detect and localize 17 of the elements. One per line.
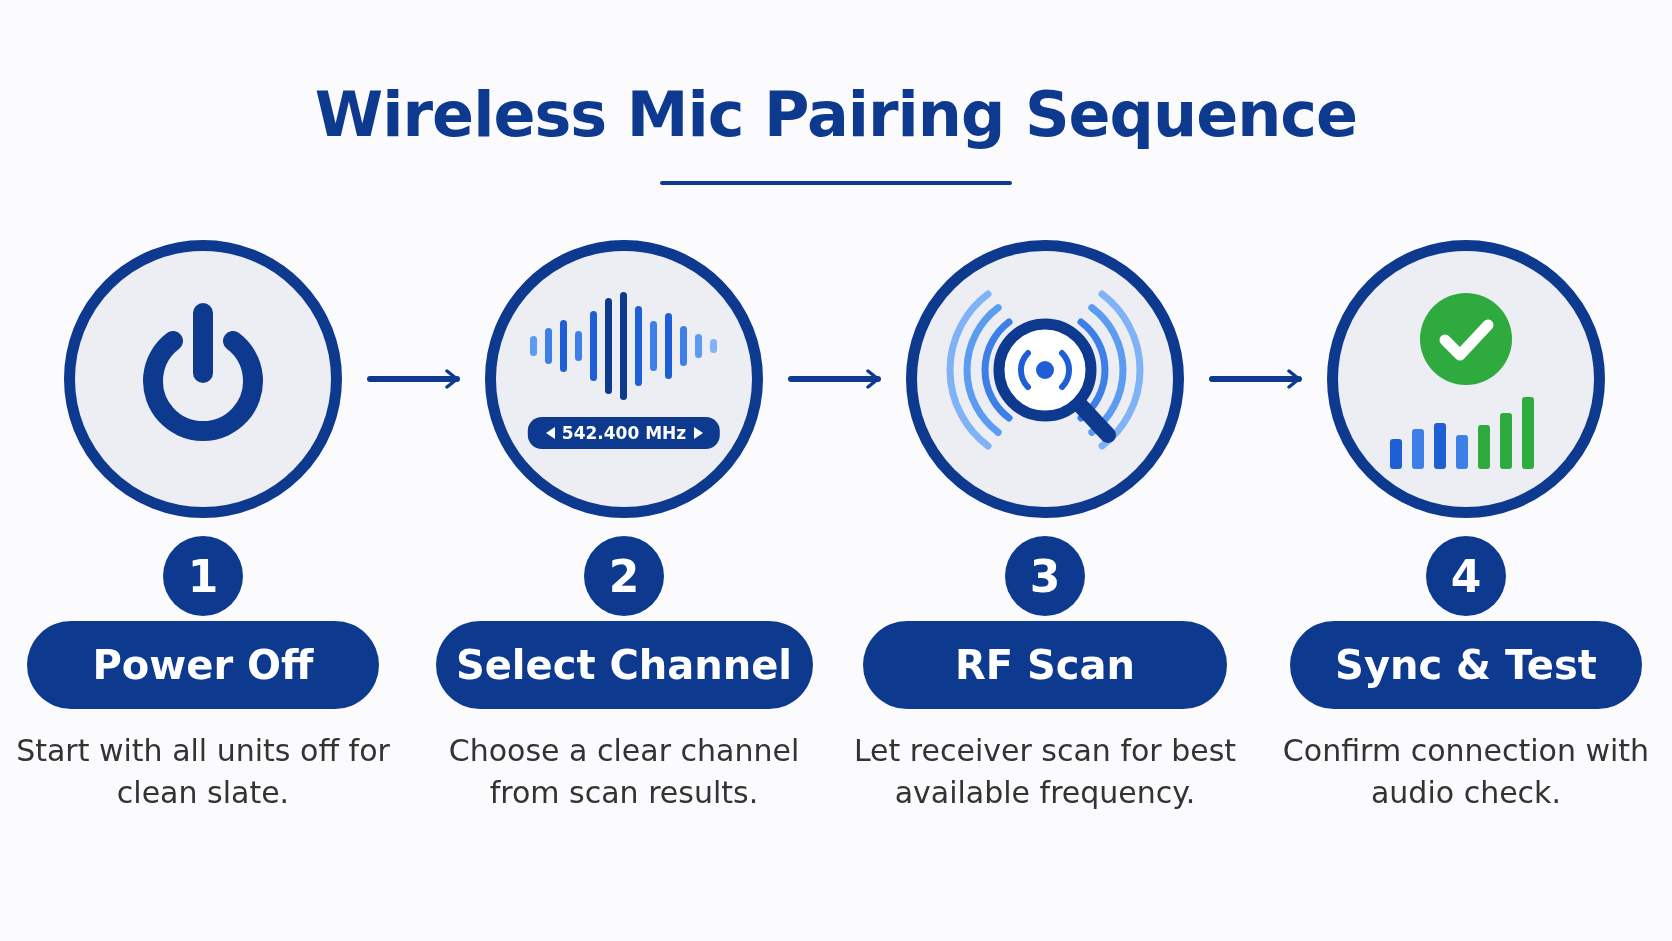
step-title-pill: Sync & Test (1290, 621, 1642, 709)
step-number-badge: 4 (1426, 536, 1506, 616)
step-number-badge: 1 (163, 536, 243, 616)
frequency-readout: 542.400 MHz (527, 417, 721, 449)
step-number-badge: 2 (584, 536, 664, 616)
diagram-title: Wireless Mic Pairing Sequence (313, 78, 1359, 151)
arrow (788, 369, 881, 389)
step-description: Confirm connection with audio check. (1281, 732, 1651, 812)
step-description: Let receiver scan for best available frequency. (852, 732, 1238, 812)
arrow (1209, 369, 1302, 389)
step-number-badge: 3 (1005, 536, 1085, 616)
arrow (367, 369, 460, 389)
step-title-pill: Power Off (27, 621, 379, 709)
step-description: Choose a clear channel from scan results. (447, 732, 801, 812)
step-description: Start with all units off for clean slate. (15, 732, 391, 812)
step-title-pill: RF Scan (863, 621, 1227, 709)
step-title-pill: Select Channel (435, 621, 813, 709)
